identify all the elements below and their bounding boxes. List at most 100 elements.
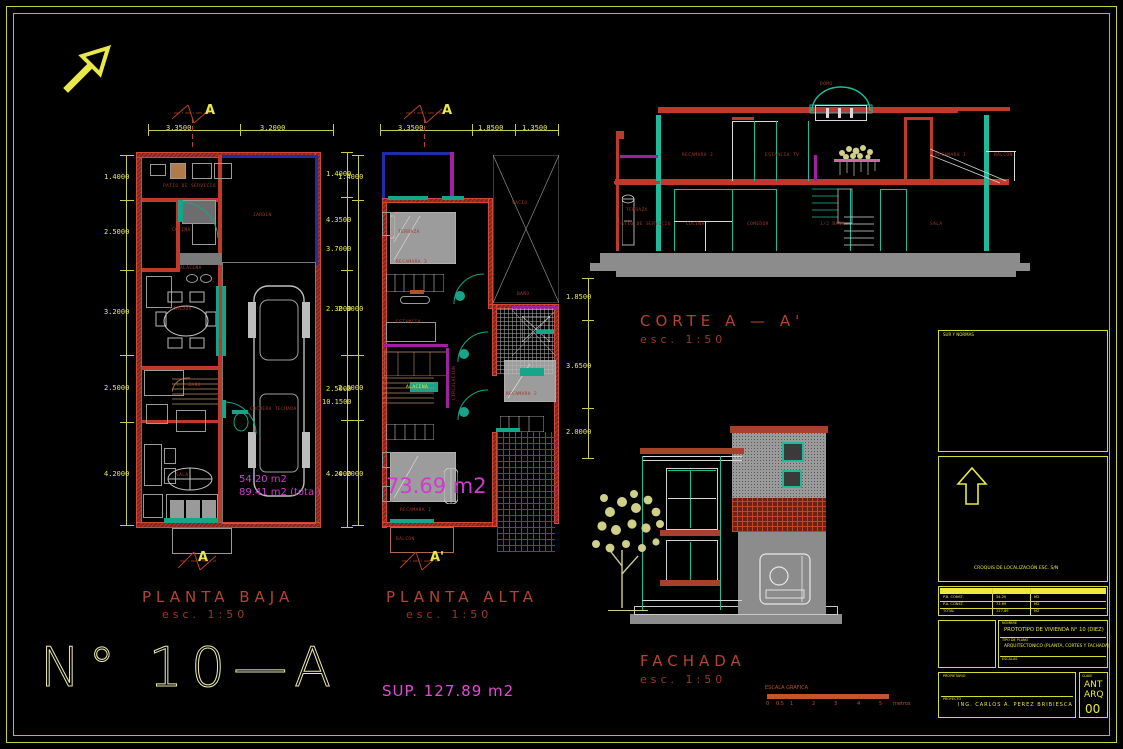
project-label: NOMBRE: [1002, 621, 1017, 625]
closet-icon-2: [386, 424, 434, 440]
section-cut-symbol-bottom-pb: [177, 551, 217, 571]
dim-right-pa-1: 1.8500: [566, 293, 592, 301]
scale-tick-3: 3: [834, 701, 838, 707]
stair-upper-icon: [382, 377, 434, 404]
room-label-circulacion: CIRCULACION: [219, 337, 224, 372]
areas-row3-concept: TOTAL: [943, 609, 955, 613]
title-block: SUR Y NORMAS CROQUIS DE LOCALIZACIÓN ESC…: [934, 326, 1112, 728]
planta-alta-scale: esc. 1:50: [406, 608, 493, 621]
room-label-comedor: COMEDOR: [170, 307, 192, 312]
north-arrow: [63, 44, 112, 93]
dim-left-pb-4: 2.5000: [104, 384, 130, 392]
section-letter-bottom-pa: A': [430, 550, 445, 565]
section-label-estancia-tv: ESTANCIA TV: [765, 153, 800, 158]
room-label-medio-bano: 1/2 BAÑO: [176, 383, 201, 388]
section-label-balcon: BALCON: [994, 153, 1013, 158]
dim-left-pa-2: 2.3000: [338, 305, 364, 313]
room-label-bano-pa: BAÑO: [517, 292, 530, 297]
dim-right-pa-3: 2.0000: [566, 428, 592, 436]
designer-label: PROYECTO: [943, 697, 962, 701]
dim-right-pb-1: 1.4000: [326, 170, 352, 178]
water-heater-icon: [622, 194, 635, 246]
scale-tick-05: 0.5: [776, 701, 784, 707]
section-label-sala: SALA: [930, 222, 943, 227]
stair-section-icon: [812, 188, 874, 246]
planta-baja-title: PLANTA BAJA: [142, 588, 295, 606]
facade-car-icon: [759, 553, 811, 605]
dim-top-pb-2: 3.2000: [260, 124, 286, 132]
room-label-terraza: TERRAZA: [398, 230, 420, 235]
stair-plan-icon: [172, 377, 218, 405]
window-symbol: [444, 468, 458, 504]
section-label-recamara3: RECAMARA 3: [682, 153, 714, 158]
sheet-code-2: ARQ: [1084, 690, 1104, 700]
stair-section-right: [930, 148, 1007, 184]
toilet-icon: [233, 412, 249, 432]
escala-grafica-label: ESCALA GRÁFICA: [765, 685, 808, 691]
section-label-comedor: COMEDOR: [747, 222, 769, 227]
dim-left-pa-4: 4.2000: [338, 470, 364, 478]
areas-row2-area: 73.69: [996, 602, 1007, 606]
section-letter-top-pb: A: [205, 103, 216, 118]
sheet-label: CLAVE: [1082, 674, 1093, 678]
car-plan-icon: [248, 285, 310, 497]
section-label-terraza: TERRAZA: [626, 208, 648, 213]
room-label-alacena: ALACENA: [180, 266, 202, 271]
areas-row2-unit: M2: [1034, 602, 1040, 606]
dim-left-pa-1: 1.4000: [338, 173, 364, 181]
section-label-cocina: COCINA: [686, 222, 705, 227]
room-label-circulacion-pa: CIRCULACION: [452, 365, 457, 400]
door-swing-cocina: [178, 200, 219, 239]
closet-icon-1: [386, 274, 444, 292]
planta-alta-title: PLANTA ALTA: [386, 588, 539, 606]
locator-box-label: SUR Y NORMAS: [943, 332, 974, 337]
sheet-code-box: [1079, 672, 1108, 718]
room-label-recamara2: RECAMARA 2: [506, 392, 538, 397]
coffee-table-icon: [167, 467, 213, 491]
areas-row3-unit: M2: [1034, 609, 1040, 613]
scale-tick-1: 1: [790, 701, 794, 707]
scale-tick-5: 5: [879, 701, 883, 707]
north-arrow-small-icon: [956, 466, 988, 505]
content-name: ARQUITECTONICO (PLANTA, CORTES Y FACHADA…: [1004, 644, 1110, 649]
void-hatch-vacio: [493, 155, 559, 303]
owner-label: PROPIETARIO: [943, 674, 966, 678]
roof-hatch-area: [497, 432, 555, 552]
section-cut-symbol-bottom-pa: [399, 551, 439, 571]
section-label-domo: DOMO: [820, 82, 833, 87]
locator-sketch-box[interactable]: [938, 330, 1108, 452]
room-label-recamara1: RECAMARA 1: [400, 508, 432, 513]
sofa-estancia-icon: [384, 351, 448, 376]
locator-plan-box[interactable]: [938, 456, 1108, 582]
door-swing-rec1: [457, 389, 489, 421]
room-label-alacena-pa: ALACENA: [406, 385, 429, 390]
section-label-medio-bano: 1/2 BAÑO: [820, 222, 845, 227]
section-letter-bottom-pb: A: [198, 550, 209, 565]
dim-left-pb-5: 4.2000: [104, 470, 130, 478]
dim-right-pb-4: 2.3000: [326, 305, 352, 313]
logo-box: [938, 620, 996, 668]
escala-grafica: ESCALA GRÁFICA 0 0.5 1 2 3 4 5 metros: [765, 685, 915, 713]
room-label-cochera: COCHERA TECHADA: [250, 407, 297, 412]
fachada-drawing: [590, 420, 870, 630]
dim-left-pb-2: 2.5000: [104, 228, 130, 236]
sheet-code-1: ANT: [1084, 680, 1103, 690]
areas-row3-area: 127.89: [996, 609, 1009, 613]
drawing-number: N° 10—A: [39, 636, 340, 700]
project-info-box: [998, 620, 1108, 668]
planta-alta-drawing: A 3.3500 1.8500 1.3500 1.4000 2.3000 2.5…: [338, 0, 600, 621]
areas-row1-unit: M2: [1034, 595, 1040, 599]
areas-row1-concept: P.B. CONST.: [943, 595, 964, 599]
dim-left-pa-3: 2.5000: [338, 384, 364, 392]
sheet-code-3: 00: [1085, 702, 1101, 716]
room-label-cocina: COCINA: [172, 228, 191, 233]
owner-designer-box: [938, 672, 1076, 718]
area-pb-1: 54.20 m2: [239, 474, 287, 485]
areas-row1-area: 54.20: [996, 595, 1007, 599]
dim-right-pb-2: 4.3500: [326, 216, 352, 224]
designer-name: ING. CARLOS A. PEREZ BRIBIESCA: [958, 702, 1073, 708]
scale-tick-0: 0: [766, 701, 770, 707]
section-cut-symbol-top-pa: [403, 104, 443, 124]
project-name: PROTOTIPO DE VIVIENDA N° 10 (DIEZ): [1004, 627, 1104, 633]
area-pa: 73.69 m2: [386, 474, 487, 498]
